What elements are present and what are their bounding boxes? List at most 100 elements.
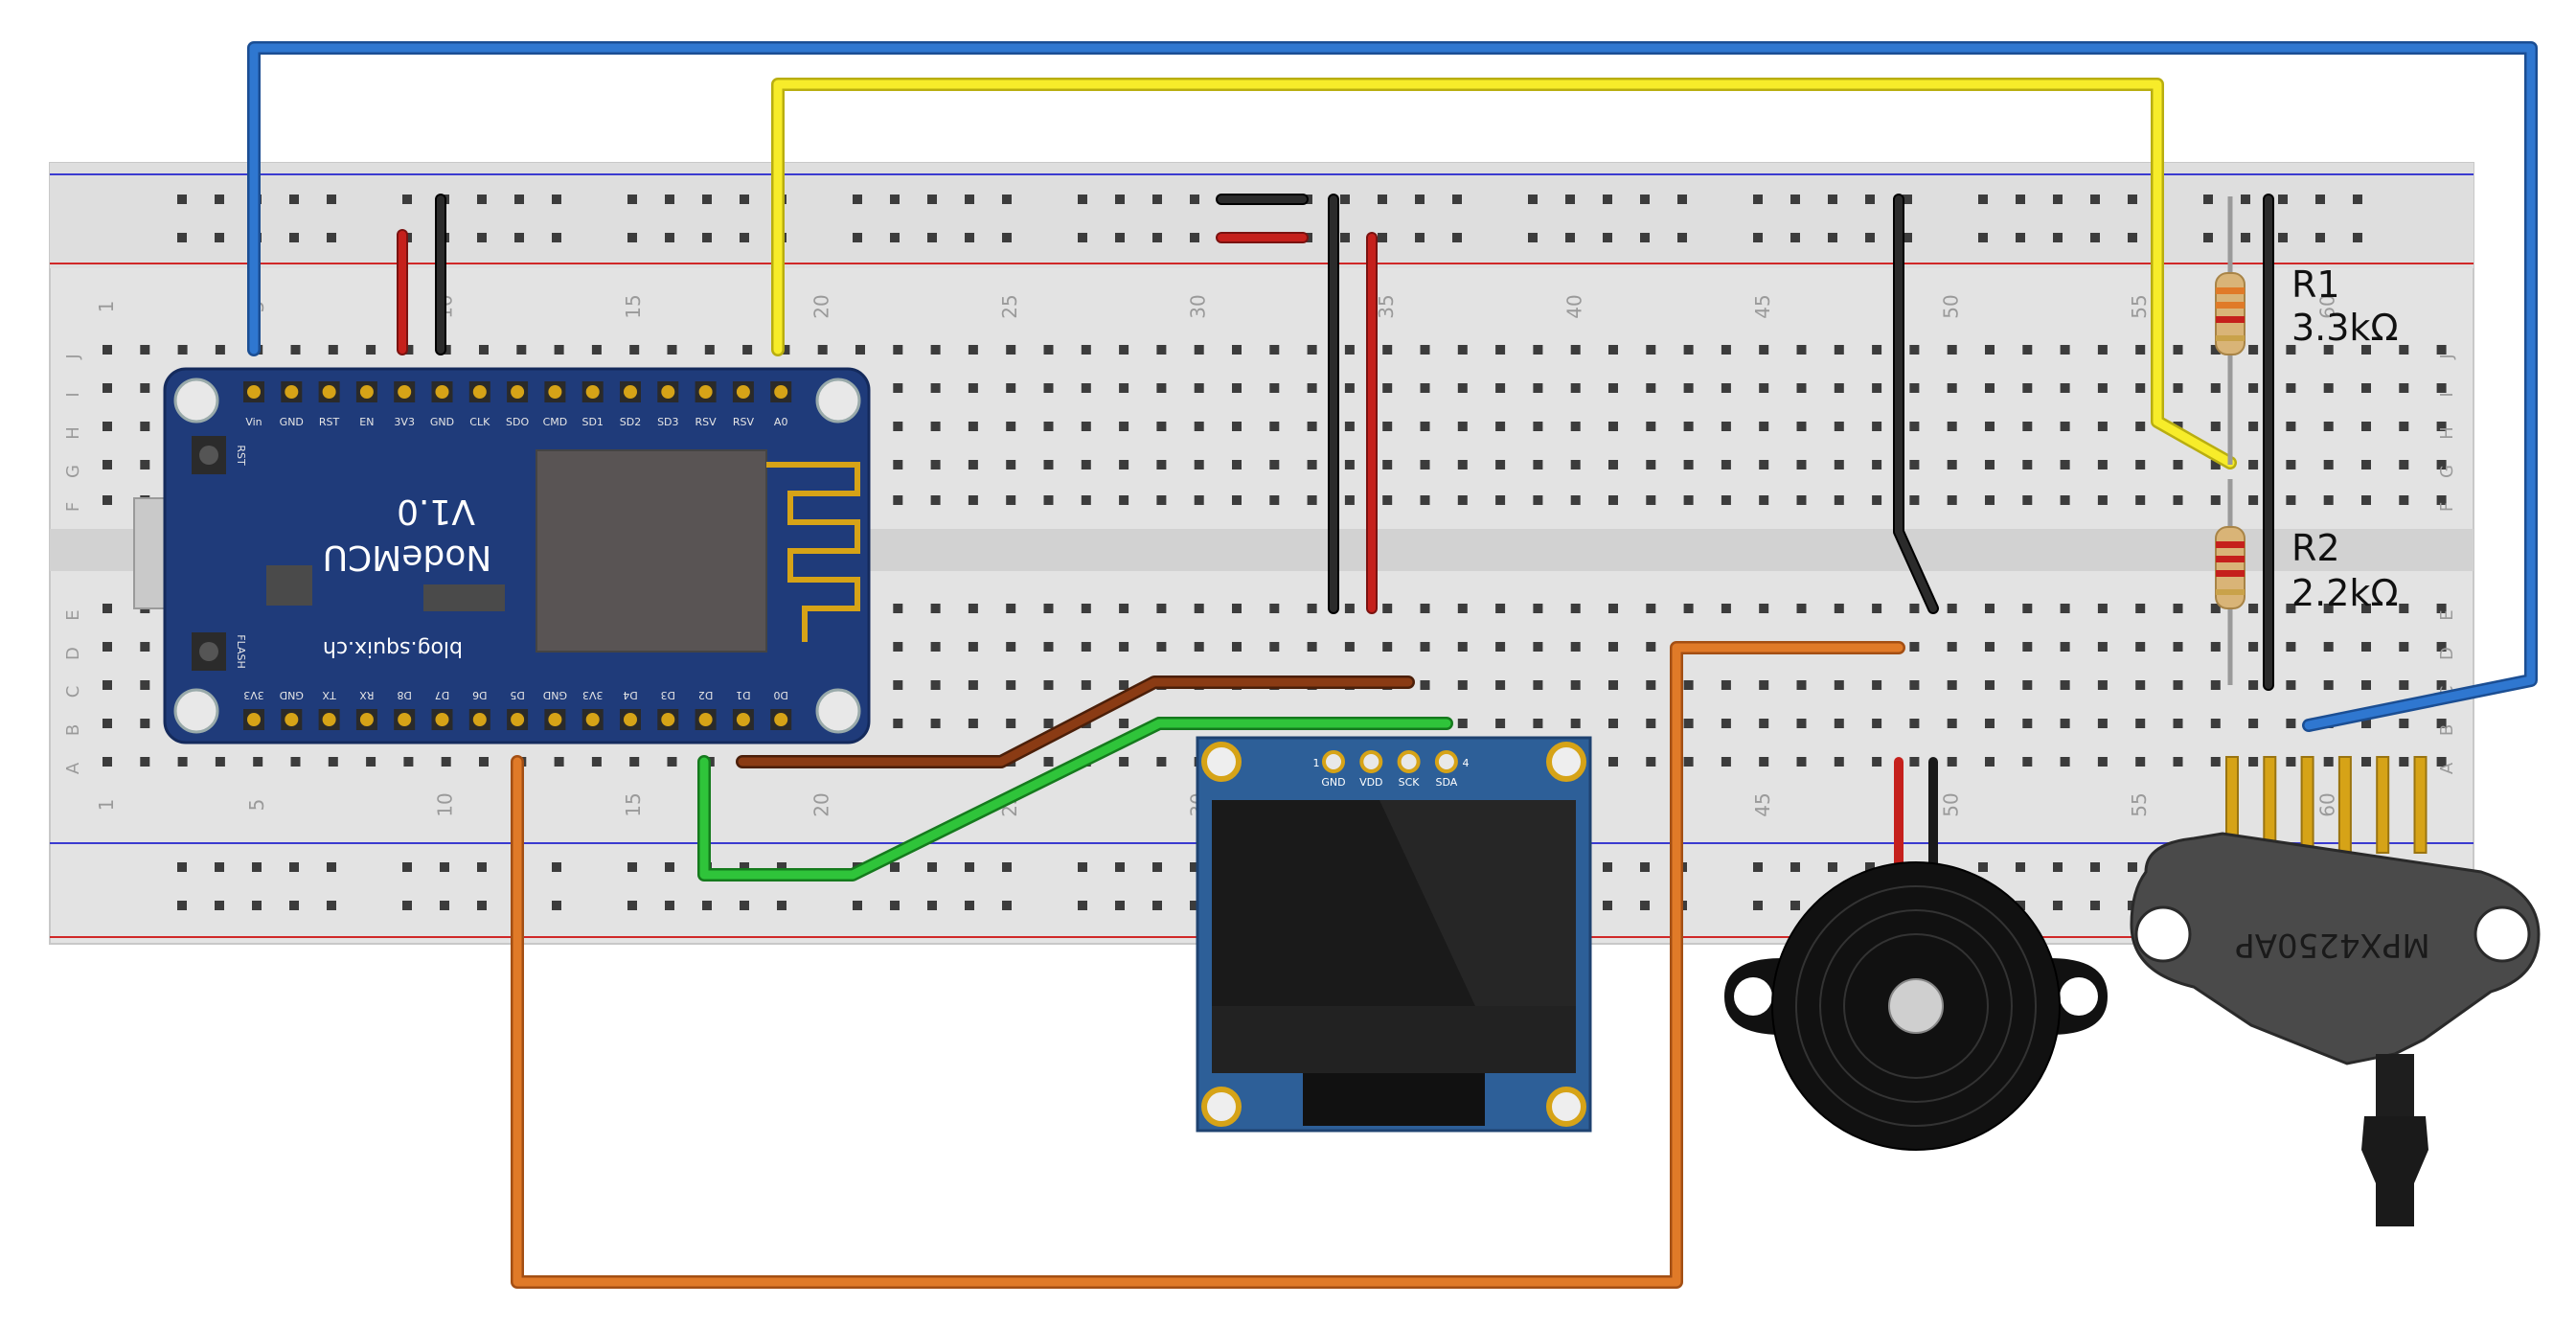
breadboard-hole — [2436, 757, 2447, 767]
breadboard-hole — [1985, 495, 1995, 505]
header-pin-label: 3V3 — [582, 689, 604, 701]
breadboard-hole — [140, 642, 150, 652]
r2-name: R2 — [2291, 527, 2340, 569]
breadboard-hole — [2286, 757, 2296, 767]
breadboard-hole — [1006, 383, 1016, 393]
breadboard-hole — [1344, 604, 1355, 613]
breadboard-hole — [2097, 345, 2108, 355]
rail-hole — [1528, 195, 1538, 204]
rail-hole — [215, 901, 224, 910]
breadboard-hole — [667, 345, 677, 355]
breadboard-hole — [817, 345, 828, 355]
breadboard-hole — [1043, 422, 1054, 431]
breadboard-hole — [1382, 345, 1393, 355]
rail-hole — [477, 233, 487, 242]
breadboard-hole — [1081, 642, 1091, 652]
breadboard-hole — [1495, 642, 1506, 652]
breadboard-hole — [1683, 757, 1694, 767]
breadboard-hole — [1457, 422, 1468, 431]
oled-pin-label: VDD — [1359, 776, 1382, 789]
breadboard-hole — [1232, 460, 1242, 469]
oled-pin-number: 1 — [1313, 757, 1320, 769]
rail-hole — [552, 901, 561, 910]
mount-hole — [1546, 1087, 1586, 1127]
header-pin-pad — [548, 713, 562, 726]
header-pin-pad — [285, 713, 299, 726]
breadboard-hole — [1194, 422, 1204, 431]
breadboard-hole — [2173, 383, 2183, 393]
r1-name: R1 — [2291, 263, 2340, 306]
breadboard-hole — [1796, 345, 1807, 355]
breadboard-hole — [2135, 345, 2146, 355]
rail-hole — [2016, 195, 2025, 204]
breadboard-hole — [1533, 642, 1543, 652]
rail-hole — [1790, 233, 1800, 242]
header-pin-label: TX — [322, 689, 337, 701]
rail-hole — [552, 233, 561, 242]
rail-hole — [927, 195, 937, 204]
breadboard-hole — [1344, 422, 1355, 431]
breadboard-hole — [1947, 422, 1957, 431]
breadboard-hole — [215, 345, 225, 355]
breadboard-hole — [2361, 495, 2371, 505]
sensor-label: MPX4250AP — [2235, 926, 2429, 964]
rail-hole — [740, 901, 749, 910]
breadboard-hole — [2436, 345, 2447, 355]
breadboard-hole — [2248, 422, 2259, 431]
rail-hole — [1190, 901, 1199, 910]
rail-hole — [289, 862, 299, 872]
breadboard-hole — [2248, 460, 2259, 469]
breadboard-hole — [591, 757, 602, 767]
board-url: blog.squix.ch — [323, 636, 463, 660]
breadboard-hole — [103, 345, 112, 355]
breadboard-hole — [2022, 680, 2033, 690]
breadboard-hole — [930, 680, 941, 690]
breadboard-hole — [140, 422, 150, 431]
breadboard-hole — [2436, 383, 2447, 393]
row-label: G — [2437, 465, 2457, 478]
rail-hole — [2278, 233, 2288, 242]
breadboard-hole — [2323, 422, 2334, 431]
rail-hole — [2241, 233, 2250, 242]
mount-hole — [2060, 977, 2098, 1016]
rail-hole — [665, 862, 674, 872]
rail-hole — [252, 901, 262, 910]
breadboard-hole — [1608, 460, 1618, 469]
breadboard-hole — [1232, 422, 1242, 431]
breadboard-hole — [1269, 642, 1280, 652]
rail-hole — [702, 195, 712, 204]
rail-hole — [1865, 195, 1875, 204]
breadboard-hole — [2097, 383, 2108, 393]
breadboard-hole — [1344, 345, 1355, 355]
breadboard-hole — [2060, 422, 2070, 431]
breadboard-hole — [2323, 642, 2334, 652]
breadboard-hole — [1043, 642, 1054, 652]
breadboard-hole — [1269, 383, 1280, 393]
breadboard-hole — [1646, 719, 1656, 728]
column-label: 5 — [245, 799, 268, 812]
breadboard-hole — [2399, 642, 2409, 652]
rail-hole — [2016, 233, 2025, 242]
breadboard-hole — [2286, 719, 2296, 728]
breadboard-hole — [103, 460, 112, 469]
column-label: 50 — [1940, 792, 1963, 816]
breadboard-hole — [140, 460, 150, 469]
rail-hole — [514, 195, 524, 204]
breadboard-hole — [2135, 460, 2146, 469]
r2-value: 2.2kΩ — [2291, 572, 2398, 614]
breadboard-hole — [1683, 719, 1694, 728]
breadboard-hole — [1909, 345, 1920, 355]
header-pin-pad — [736, 385, 750, 399]
header-pin-pad — [624, 385, 637, 399]
header-pin-pad — [774, 713, 788, 726]
breadboard-hole — [893, 383, 903, 393]
breadboard-hole — [893, 680, 903, 690]
breadboard-hole — [968, 642, 978, 652]
row-label: A — [63, 762, 83, 774]
rail-hole — [2353, 195, 2362, 204]
breadboard-hole — [1156, 422, 1167, 431]
breadboard-hole — [930, 345, 941, 355]
breadboard-hole — [1759, 680, 1769, 690]
breadboard-hole — [1759, 383, 1769, 393]
breadboard-hole — [1759, 604, 1769, 613]
